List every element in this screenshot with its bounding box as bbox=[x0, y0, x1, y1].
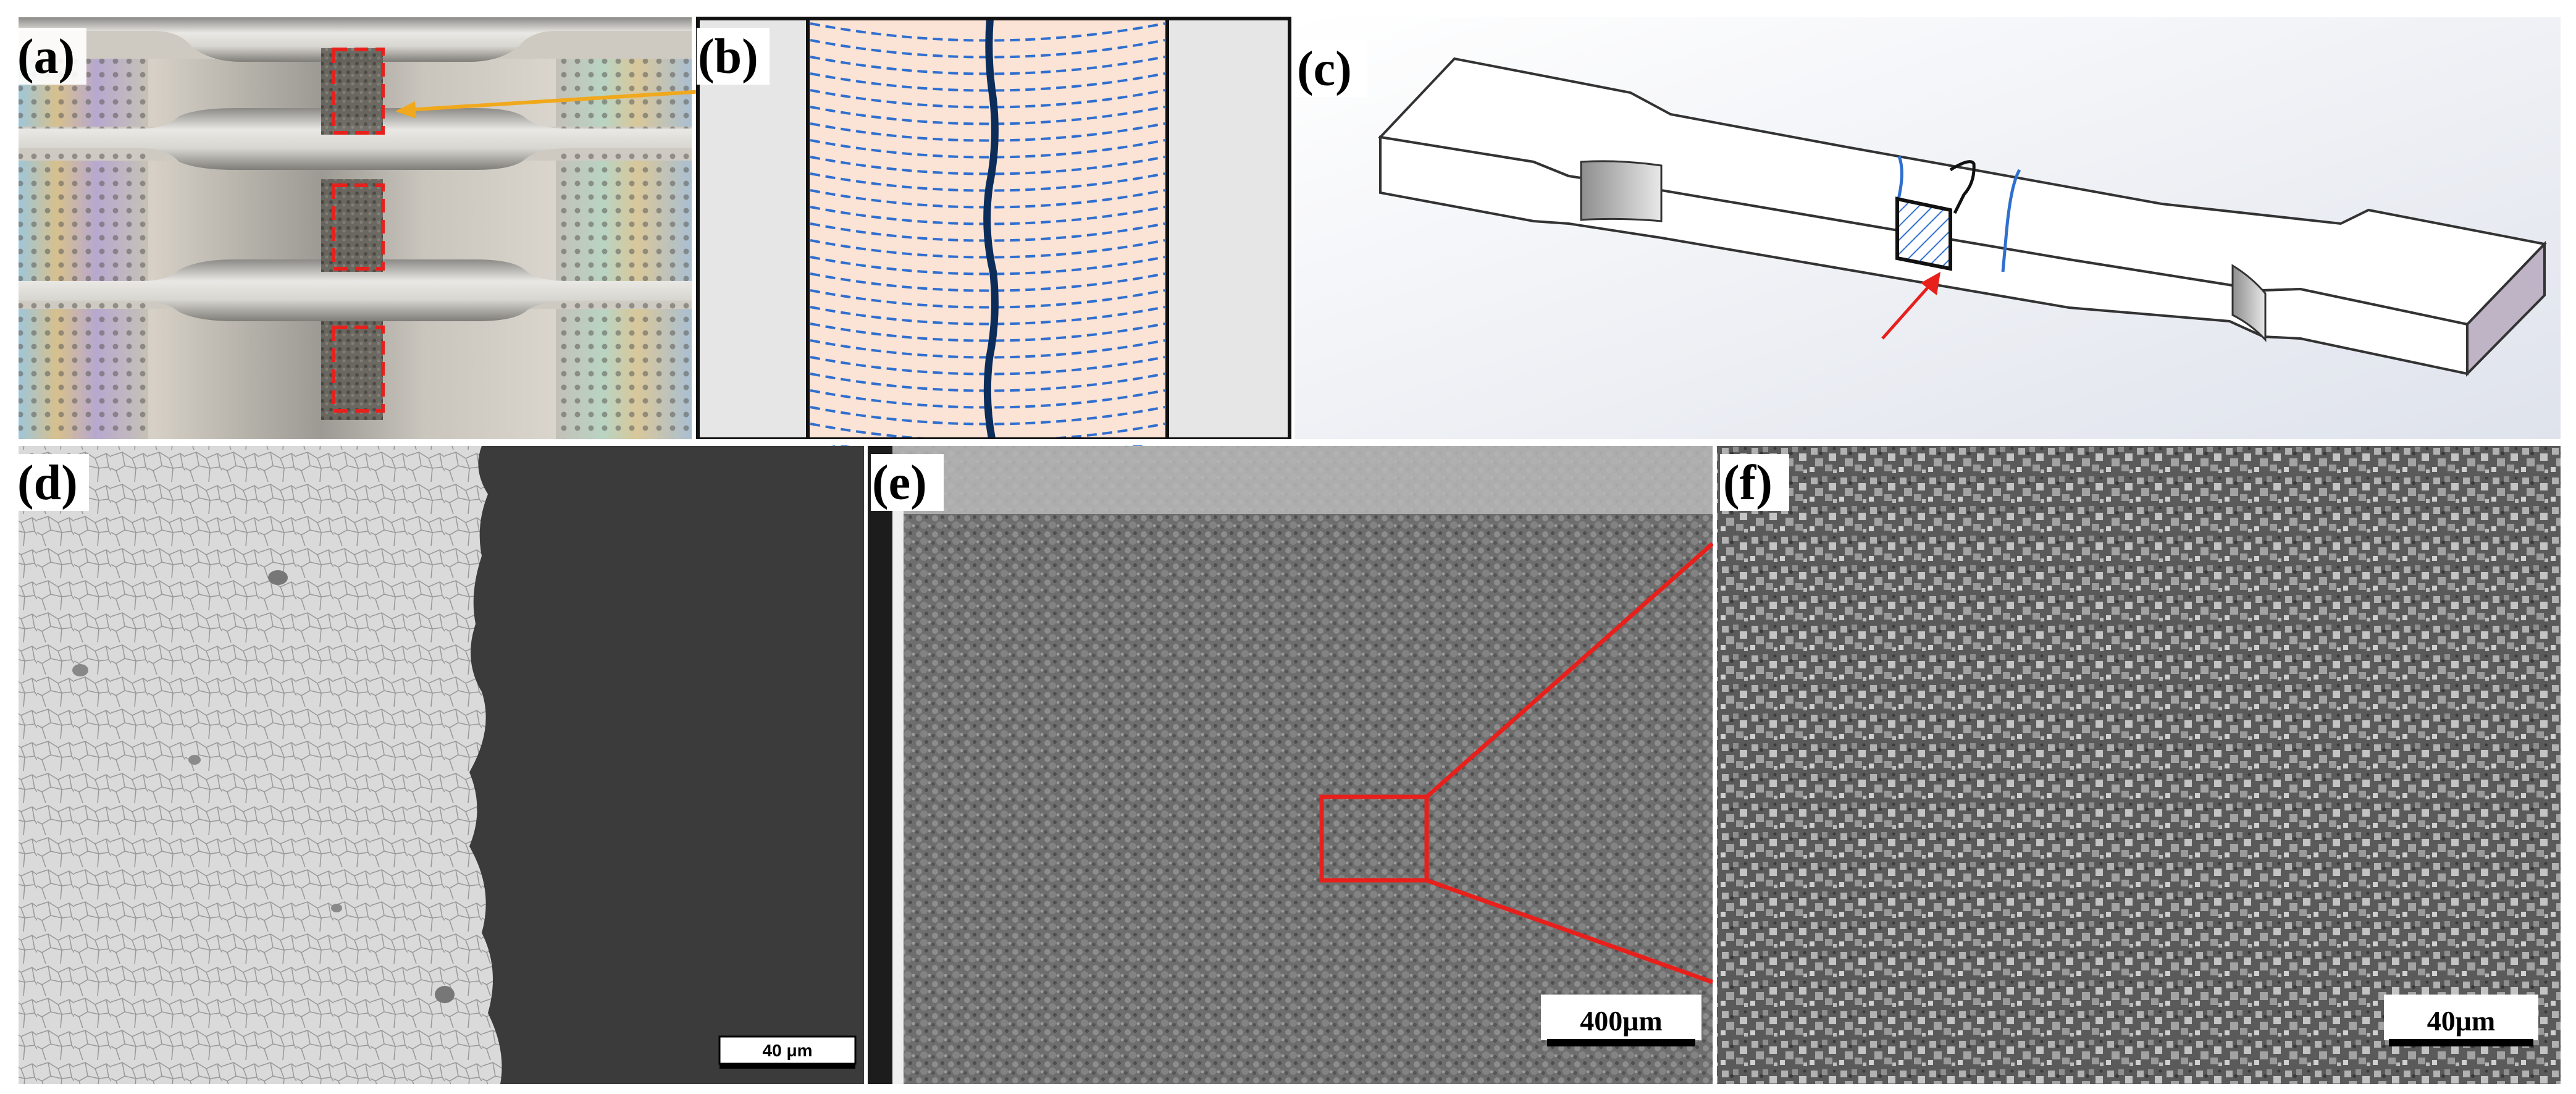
weld-seam-2 bbox=[321, 179, 383, 272]
fractograph-left-rim bbox=[892, 488, 904, 1084]
highlight-box-1 bbox=[332, 48, 385, 135]
fractograph-left-edge bbox=[868, 446, 892, 1084]
perforation-holes-right bbox=[556, 59, 692, 439]
scale-bar-e bbox=[1541, 995, 1701, 1040]
panel-e-label-bg bbox=[871, 454, 944, 511]
fractograph-top-edge bbox=[868, 446, 1713, 514]
ripple-line bbox=[810, 89, 1165, 109]
panel-b-label: (b) bbox=[698, 30, 758, 84]
pointer-arrow-line bbox=[407, 88, 732, 112]
panel-d: 40 μm (d) bbox=[16, 446, 865, 1084]
plate-right-gray bbox=[1167, 19, 1288, 439]
zoom-line-top bbox=[1425, 542, 1714, 799]
weld-seam-3 bbox=[321, 321, 383, 420]
specimen-end-face bbox=[2466, 241, 2546, 377]
micrograph-particles bbox=[72, 570, 455, 1003]
panel-f-label: (f) bbox=[1723, 456, 1773, 510]
weld-seam-1 bbox=[321, 48, 383, 135]
hatched-section bbox=[1895, 196, 1952, 271]
plate-left-gray bbox=[698, 19, 808, 439]
section-arrow-head bbox=[1921, 272, 1940, 295]
ripple-line bbox=[810, 139, 1165, 159]
section-arrow-line bbox=[1881, 282, 1933, 340]
scale-bar-f-line bbox=[2389, 1039, 2533, 1046]
scale-bar-e-text: 400μm bbox=[1580, 1005, 1662, 1037]
scale-bar-d bbox=[718, 1035, 857, 1065]
scale-bar-f-text: 40μm bbox=[2427, 1005, 2495, 1037]
ripple-line bbox=[810, 106, 1165, 125]
fractograph-zoom-background bbox=[1717, 446, 2561, 1084]
panel-a: (a) bbox=[14, 17, 732, 439]
panel-d-label-bg bbox=[16, 454, 89, 511]
panel-b: (b) bbox=[696, 17, 1291, 459]
dogbone-bar-top bbox=[19, 17, 692, 62]
ripple-line bbox=[810, 256, 1165, 276]
panel-a-label-bg bbox=[14, 28, 86, 85]
fillet-right bbox=[2231, 264, 2267, 342]
ripple-line bbox=[810, 322, 1165, 342]
panel-f-label-bg bbox=[1720, 454, 1789, 511]
panel-f: 40μm (f) bbox=[1717, 446, 2561, 1084]
ripple-line bbox=[810, 272, 1165, 292]
zoom-line-bottom bbox=[1425, 878, 1714, 985]
panel-d-label: (d) bbox=[17, 456, 78, 510]
panel-e-label: (e) bbox=[872, 456, 927, 510]
panel-c-label: (c) bbox=[1297, 42, 1352, 96]
fillet-left bbox=[1580, 160, 1663, 222]
perforation-holes bbox=[19, 59, 148, 439]
ripple-line bbox=[810, 289, 1165, 309]
dogbone-bar-1 bbox=[19, 108, 692, 170]
fusion-line-c-right bbox=[2001, 169, 2021, 272]
panel-c: (c) bbox=[1294, 17, 2561, 439]
weld-centerline bbox=[983, 18, 999, 440]
pointer-arrow-head bbox=[395, 101, 416, 119]
micrograph-light-region bbox=[19, 446, 502, 1084]
panel-a-label: (a) bbox=[17, 30, 75, 84]
scale-bar-d-line bbox=[720, 1064, 855, 1069]
zoom-region-box bbox=[1319, 794, 1429, 883]
scale-bar-f bbox=[2384, 995, 2538, 1040]
highlight-box-3 bbox=[332, 326, 385, 413]
panel-b-label-bg bbox=[697, 28, 770, 85]
highlight-box-2 bbox=[332, 183, 385, 271]
fractograph-background bbox=[868, 446, 1713, 1084]
scale-bar-d-text: 40 μm bbox=[763, 1041, 813, 1060]
panel-e: 400μm (e) bbox=[868, 446, 1714, 1084]
ripple-line bbox=[810, 306, 1165, 326]
dogbone-bar-2 bbox=[19, 259, 692, 321]
ripple-line bbox=[810, 72, 1165, 92]
panel-c-label-bg bbox=[1294, 40, 1367, 97]
crack-line-c bbox=[1949, 160, 1976, 214]
scale-bar-e-line bbox=[1547, 1039, 1695, 1046]
ripple-line bbox=[810, 122, 1165, 142]
